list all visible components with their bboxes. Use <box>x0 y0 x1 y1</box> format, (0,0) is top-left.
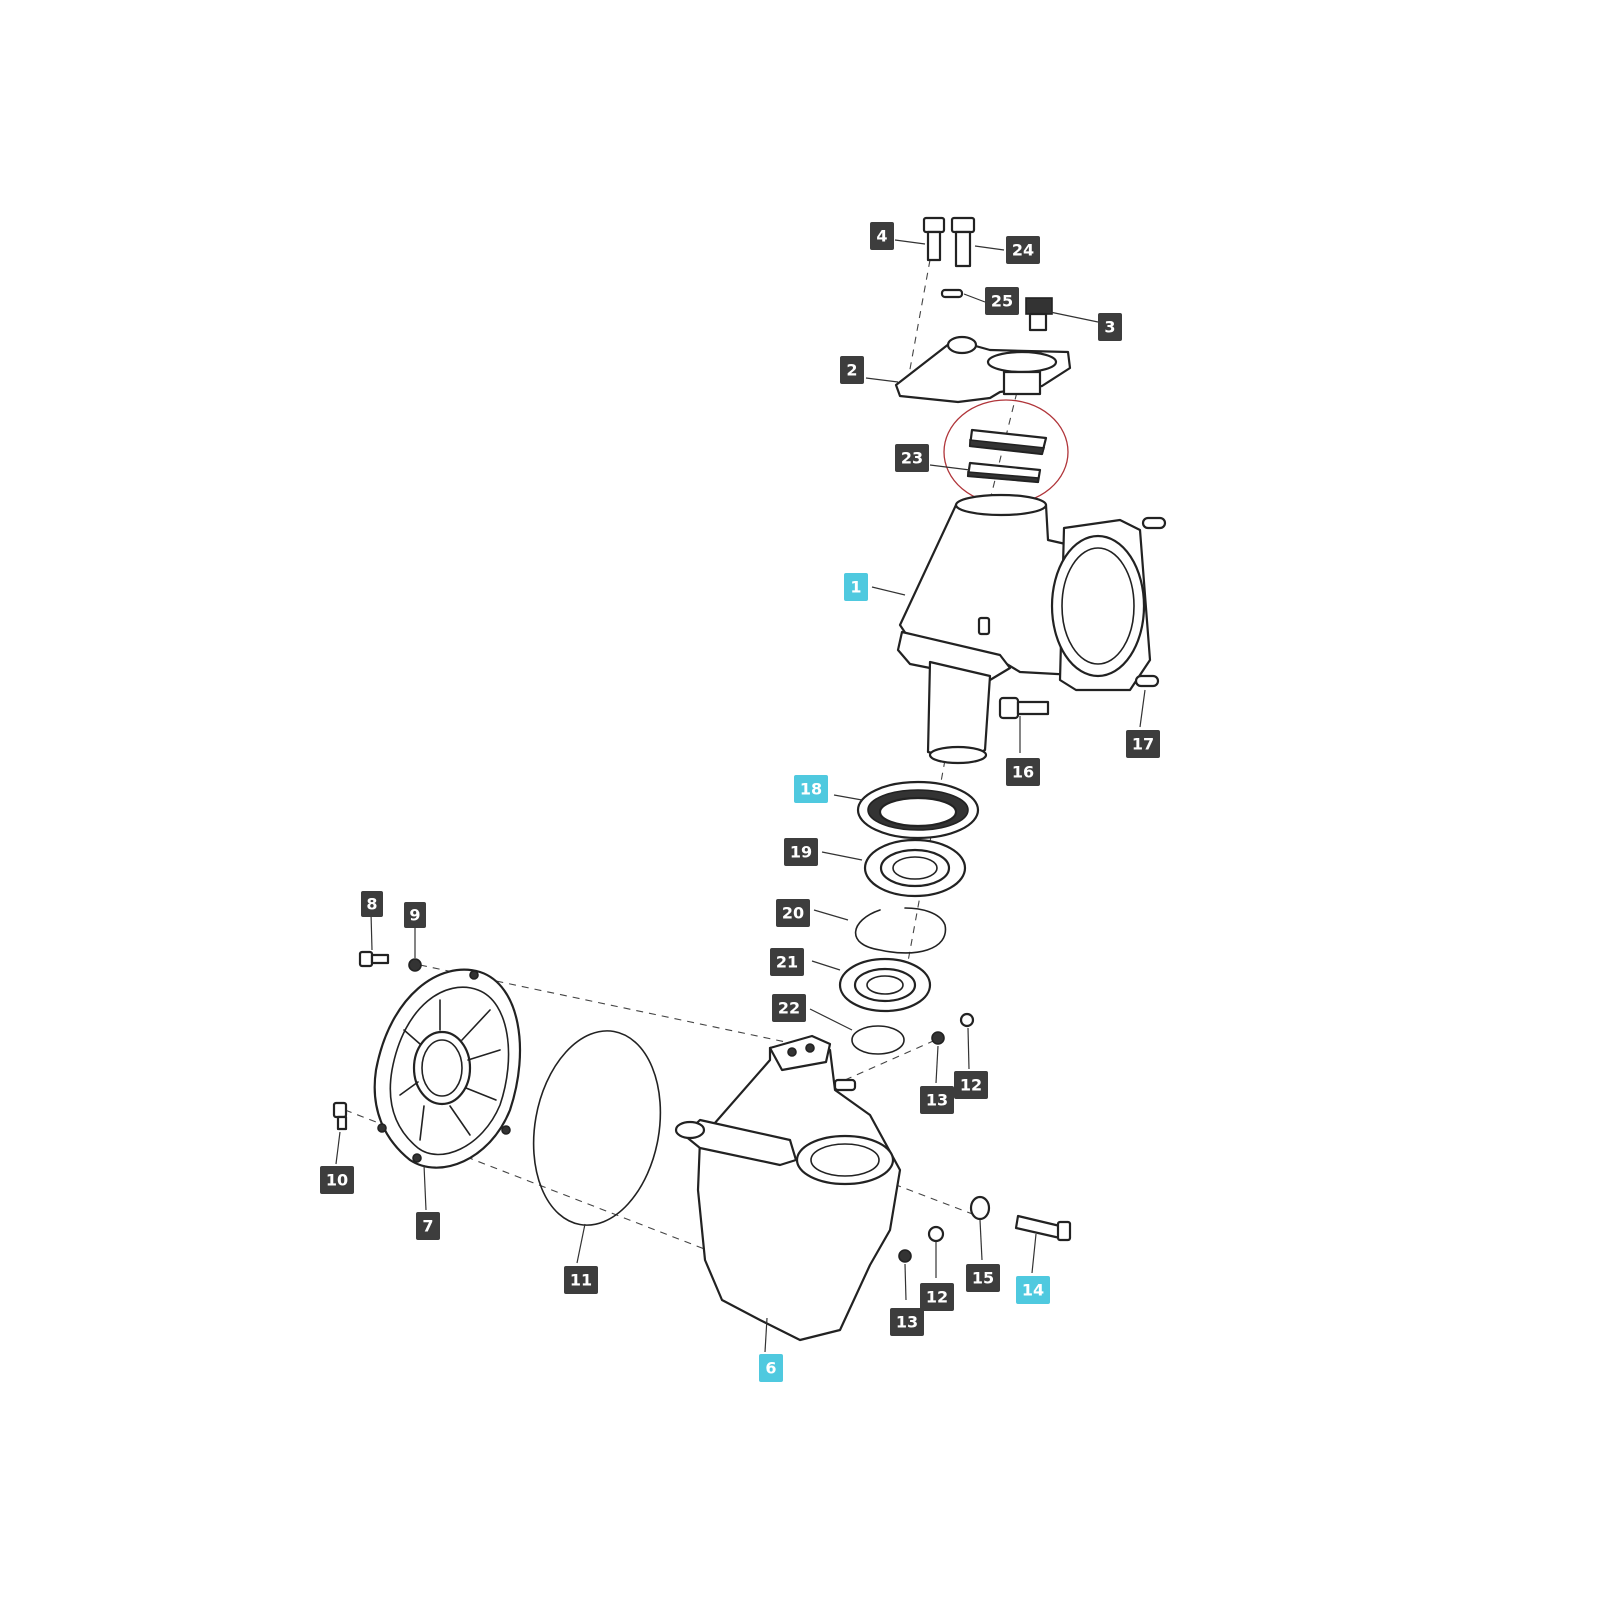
callout-2: 2 <box>840 356 864 384</box>
svg-text:17: 17 <box>1132 735 1154 754</box>
svg-text:18: 18 <box>800 780 822 799</box>
hub-carrier-6 <box>674 1034 902 1342</box>
dowel-17 <box>1134 516 1167 688</box>
callout-1: 1 <box>844 573 868 601</box>
seal-18 <box>856 780 980 840</box>
bolt-24 <box>950 216 976 268</box>
callout-7: 7 <box>416 1212 440 1240</box>
svg-text:6: 6 <box>765 1359 776 1378</box>
callout-21: 21 <box>770 948 804 976</box>
svg-text:14: 14 <box>1022 1281 1044 1300</box>
svg-text:20: 20 <box>782 904 804 923</box>
svg-text:7: 7 <box>422 1217 433 1236</box>
svg-text:22: 22 <box>778 999 800 1018</box>
highlight-circle <box>943 399 1069 505</box>
leader-lines <box>335 239 1146 1353</box>
svg-text:12: 12 <box>926 1288 948 1307</box>
pin-25 <box>940 288 964 299</box>
svg-text:25: 25 <box>991 292 1013 311</box>
svg-text:16: 16 <box>1012 763 1034 782</box>
callout-22: 22 <box>772 994 806 1022</box>
bolt-14 <box>1014 1214 1072 1242</box>
callout-4: 4 <box>870 222 894 250</box>
callout-9: 9 <box>404 902 426 928</box>
nut-12-lower <box>927 1225 945 1243</box>
svg-text:11: 11 <box>570 1271 592 1290</box>
svg-text:24: 24 <box>1012 241 1034 260</box>
callout-16: 16 <box>1006 758 1040 786</box>
screw-10 <box>332 1101 348 1131</box>
svg-text:1: 1 <box>850 578 861 597</box>
snap-ring-22 <box>851 1025 905 1055</box>
svg-text:12: 12 <box>960 1076 982 1095</box>
washer-15 <box>969 1195 991 1221</box>
nut-9 <box>408 958 422 972</box>
knuckle-housing-1 <box>896 493 1152 765</box>
callout-24: 24 <box>1006 236 1040 264</box>
nut-13-upper <box>931 1031 945 1045</box>
callout-12-upper: 12 <box>954 1071 988 1099</box>
callout-labels: 4 24 25 3 2 23 1 16 17 18 19 20 21 22 8 … <box>320 222 1160 1382</box>
callout-13-lower: 13 <box>890 1308 924 1336</box>
nut-12-upper <box>959 1012 975 1028</box>
callout-23: 23 <box>895 444 929 472</box>
svg-text:23: 23 <box>901 449 923 468</box>
svg-text:2: 2 <box>846 361 857 380</box>
callout-8: 8 <box>361 891 383 917</box>
callout-14: 14 <box>1016 1276 1050 1304</box>
callout-6: 6 <box>759 1354 783 1382</box>
bearing-21 <box>838 957 932 1013</box>
callout-11: 11 <box>564 1266 598 1294</box>
callout-25: 25 <box>985 287 1019 315</box>
svg-text:21: 21 <box>776 953 798 972</box>
callout-10: 10 <box>320 1166 354 1194</box>
callout-18: 18 <box>794 775 828 803</box>
steering-arm-2 <box>894 335 1072 404</box>
svg-text:13: 13 <box>926 1091 948 1110</box>
svg-text:10: 10 <box>326 1171 348 1190</box>
bolt-4 <box>922 216 946 262</box>
svg-text:8: 8 <box>366 895 377 914</box>
bolt-16 <box>998 696 1050 720</box>
svg-text:4: 4 <box>876 227 887 246</box>
callout-19: 19 <box>784 838 818 866</box>
callout-17: 17 <box>1126 730 1160 758</box>
nut-13-lower <box>898 1249 912 1263</box>
svg-text:15: 15 <box>972 1269 994 1288</box>
svg-text:19: 19 <box>790 843 812 862</box>
grease-nipple-3 <box>1025 297 1053 332</box>
screw-8 <box>358 950 390 968</box>
callout-15: 15 <box>966 1264 1000 1292</box>
bearing-19 <box>863 838 967 898</box>
cover-7 <box>373 968 522 1169</box>
callout-12-lower: 12 <box>920 1283 954 1311</box>
svg-text:13: 13 <box>896 1313 918 1332</box>
callout-20: 20 <box>776 899 810 927</box>
o-ring-11 <box>532 1030 662 1226</box>
circlip-20 <box>854 907 947 954</box>
callout-13-upper: 13 <box>920 1086 954 1114</box>
callout-3: 3 <box>1098 313 1122 341</box>
svg-text:3: 3 <box>1104 318 1115 337</box>
shims-23 <box>943 399 1069 505</box>
svg-text:9: 9 <box>409 906 420 925</box>
